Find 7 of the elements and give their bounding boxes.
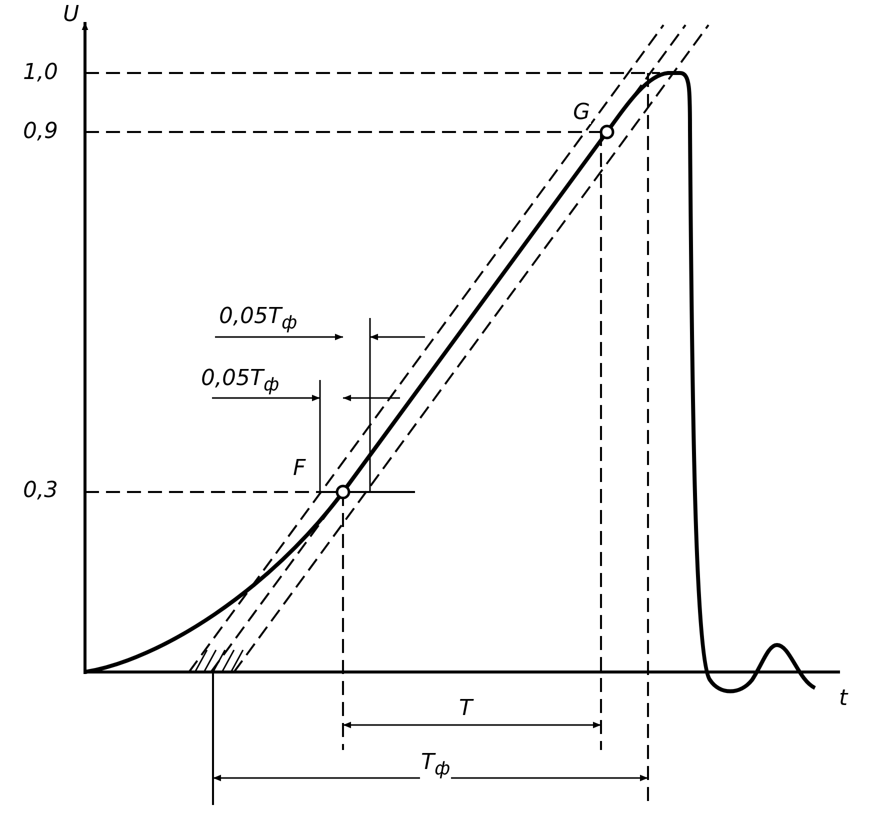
dimension-label: T$_{ф}$ [420,752,452,779]
tick-label: 0,9 [22,121,59,143]
dimension-label: 0,05T$_{ф}$ [200,368,280,395]
dimension-label: 0,05T$_{ф}$ [218,306,298,333]
tick-label: 0,3 [22,480,59,502]
point-label: G [572,102,592,124]
tick-label: 1,0 [22,62,59,84]
